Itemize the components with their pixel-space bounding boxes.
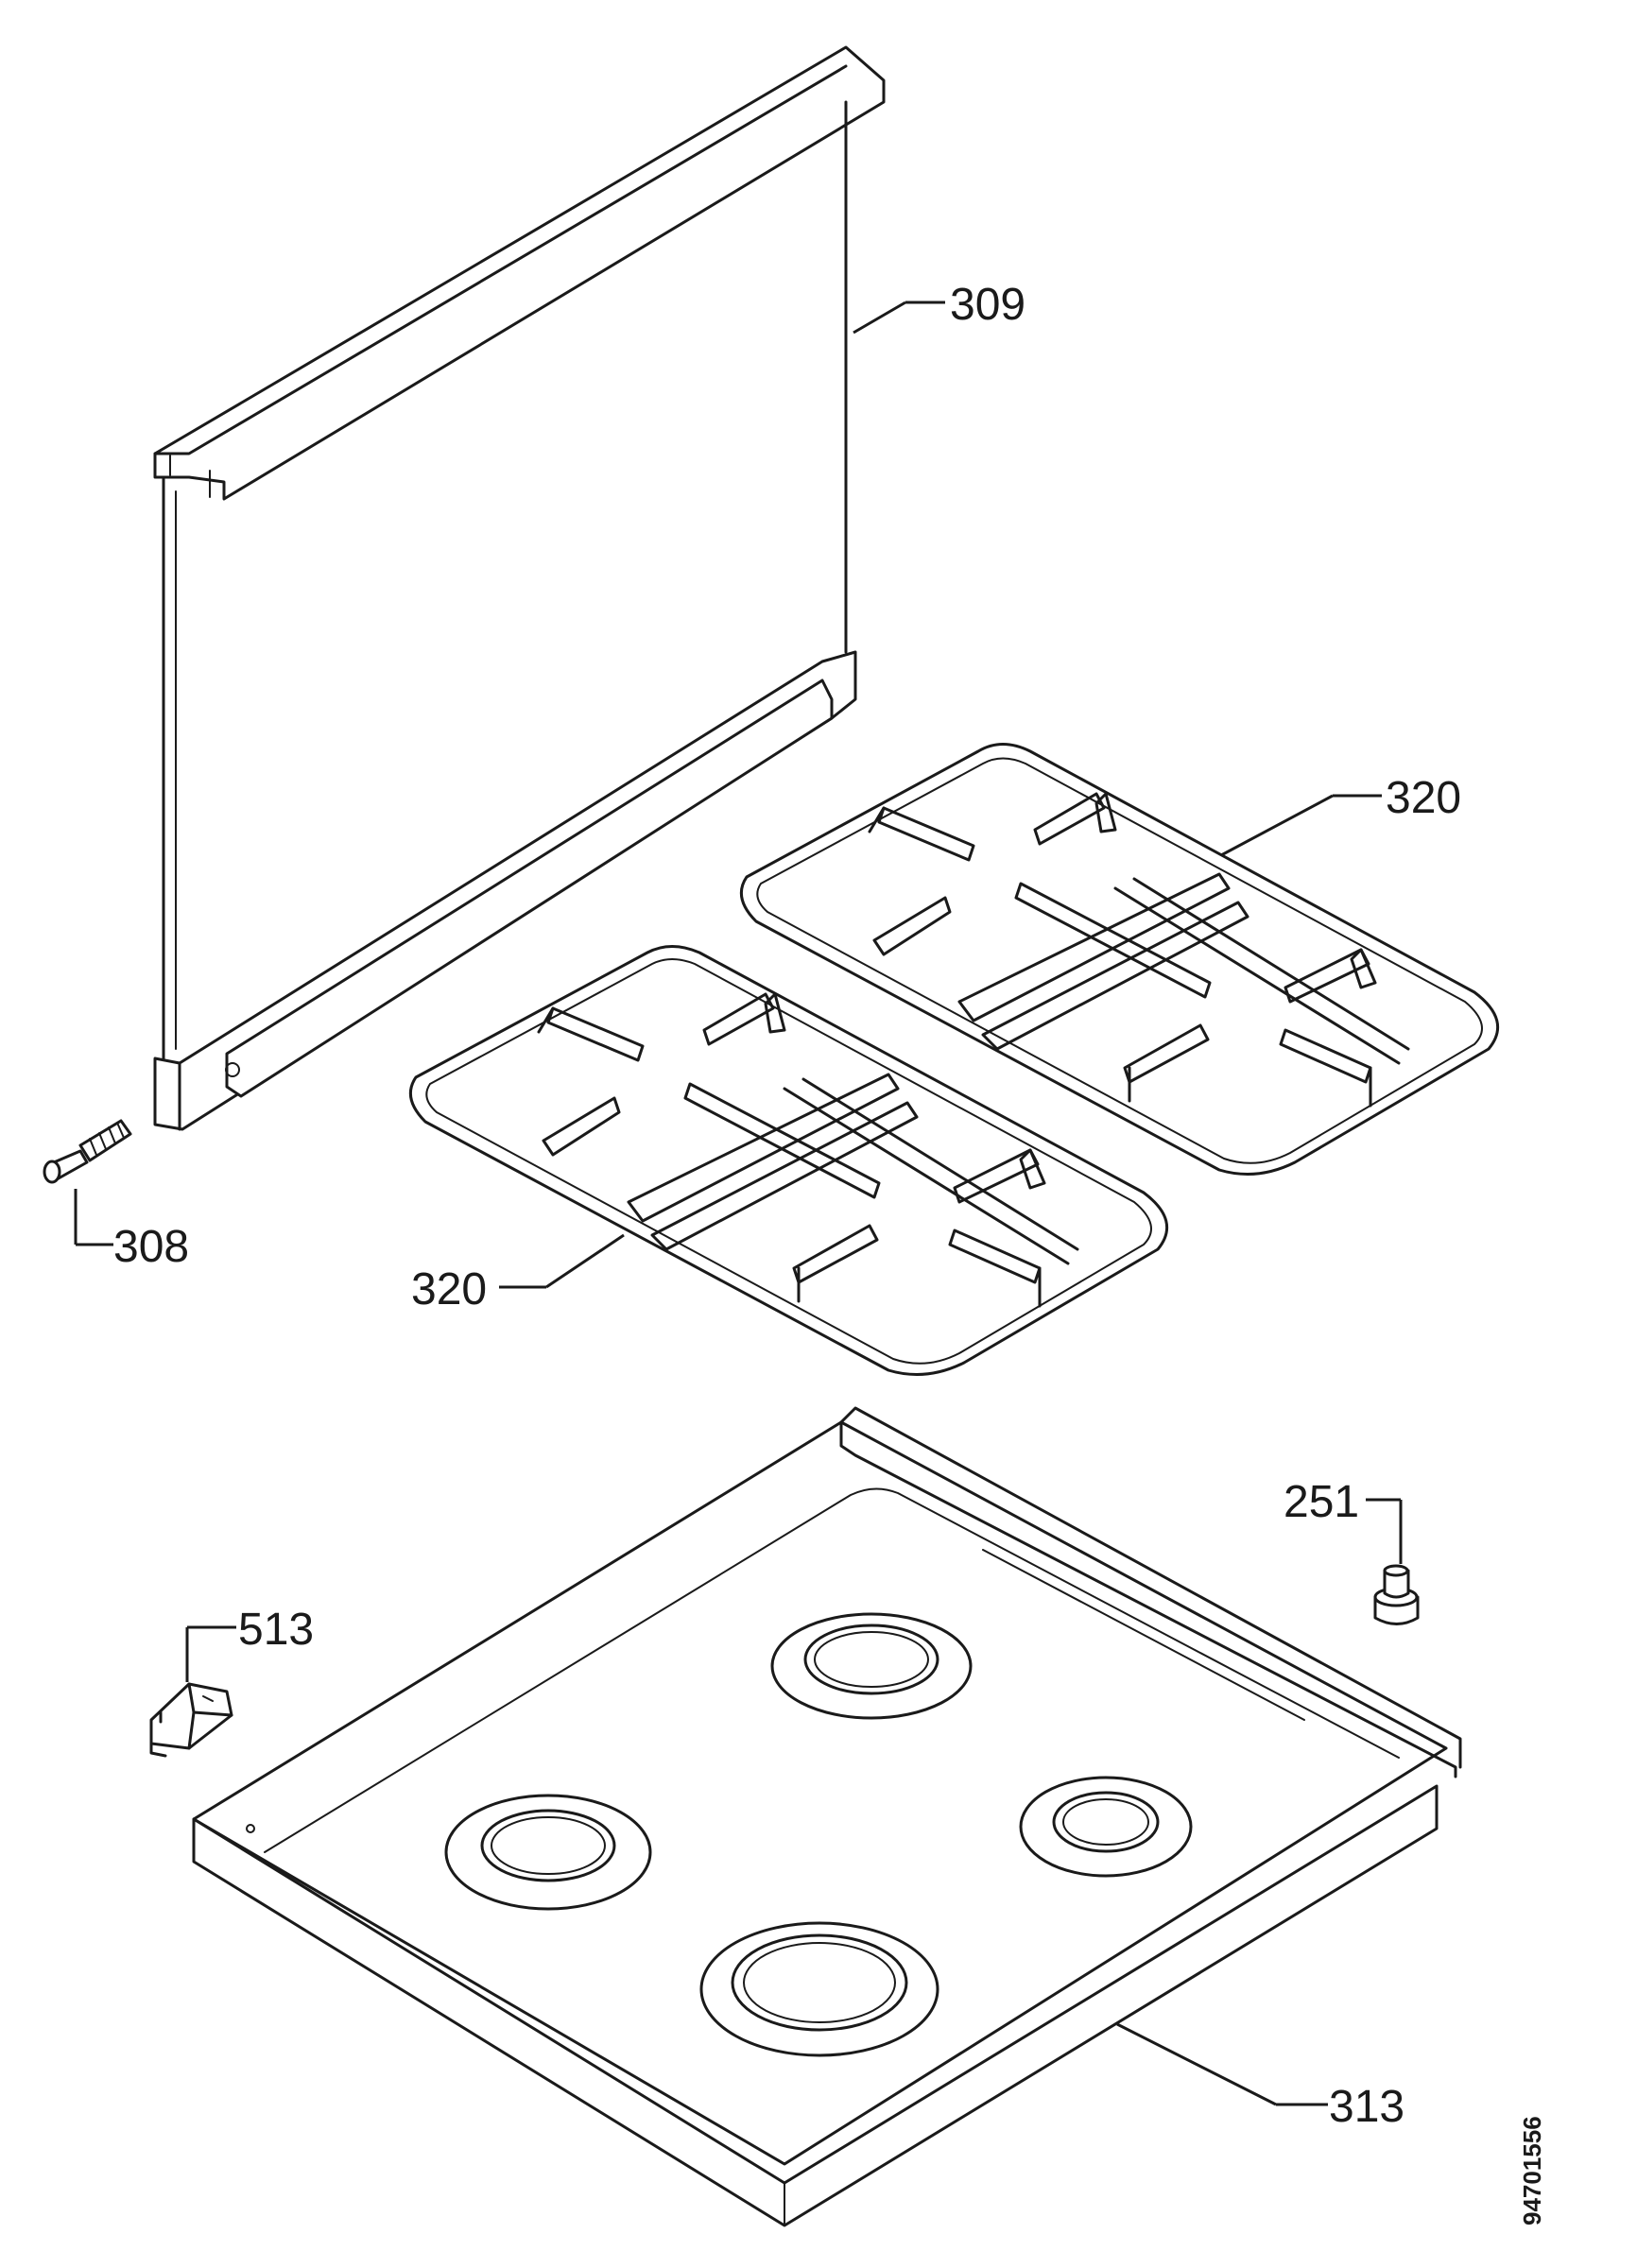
callout-308: 308 (113, 1222, 189, 1272)
cooktop (192, 1406, 1462, 2227)
glass-lid (153, 45, 886, 1131)
callout-320-upper: 320 (1386, 773, 1461, 823)
burner-front (699, 1921, 939, 2057)
callout-320-lower: 320 (411, 1264, 487, 1314)
pan-support-upper (739, 743, 1499, 1176)
callout-513: 513 (238, 1605, 314, 1655)
burner-left (444, 1794, 652, 1911)
knob (1373, 1564, 1420, 1625)
clip (149, 1682, 233, 1758)
hinge-pin (43, 1119, 132, 1184)
callout-309: 309 (950, 280, 1025, 330)
burner-right (1019, 1776, 1193, 1878)
document-number: 94701556 (1518, 2116, 1546, 2225)
callout-251: 251 (1284, 1477, 1359, 1527)
callout-313: 313 (1329, 2082, 1404, 2132)
pan-support-lower (408, 945, 1168, 1376)
burner-rear (770, 1612, 973, 1720)
